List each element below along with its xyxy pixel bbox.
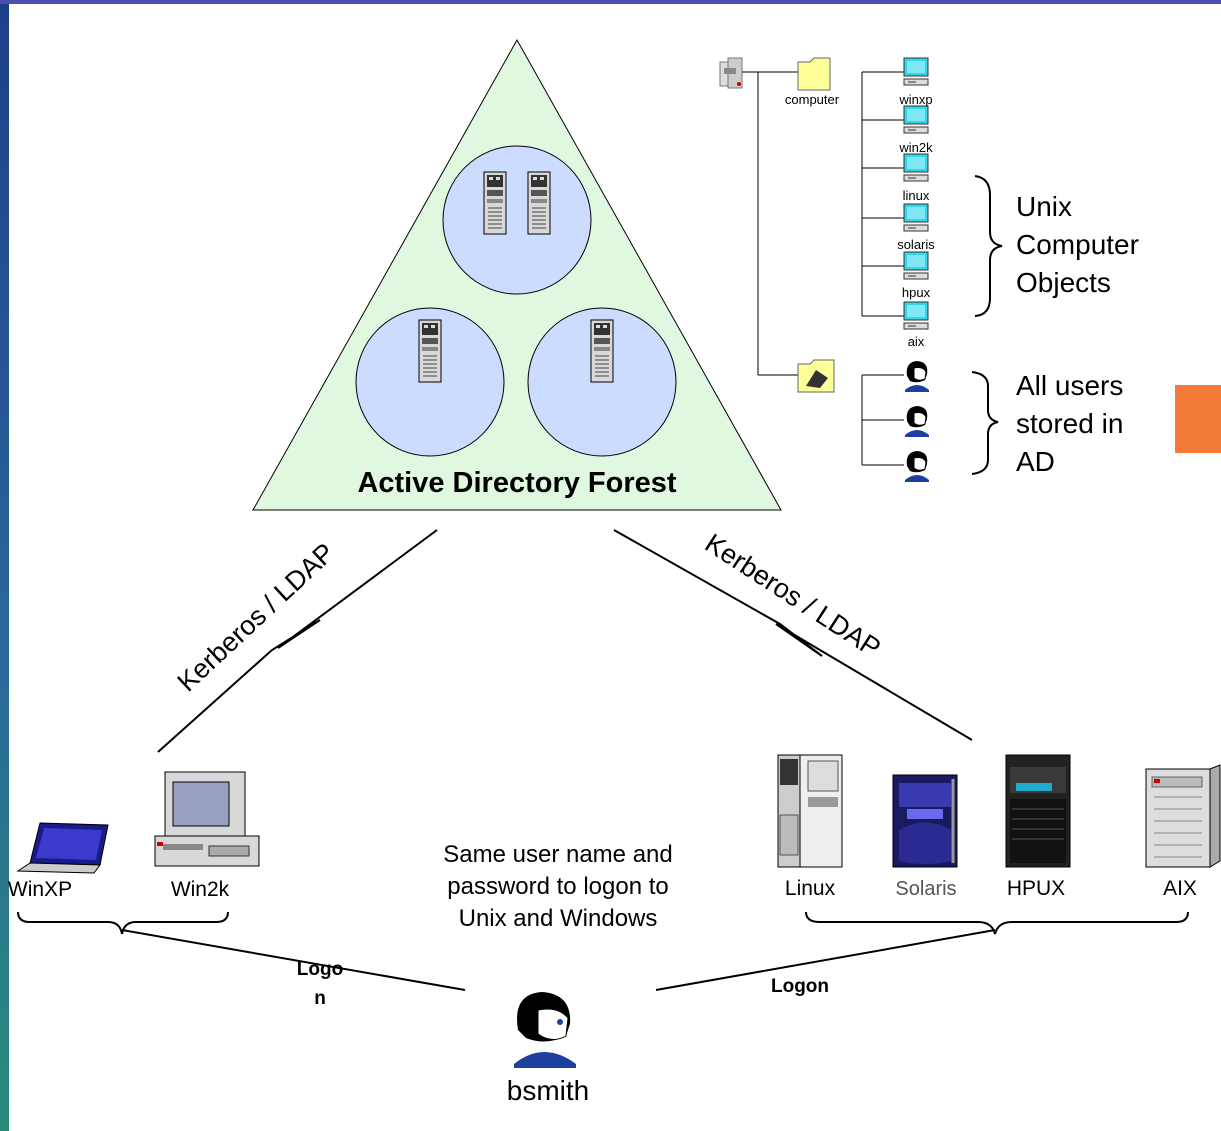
bsmith-user-icon [514, 992, 576, 1068]
desktop-pc-icon [154, 771, 260, 867]
right-logon-line [655, 929, 996, 991]
unix-objects-label: Objects [1016, 267, 1111, 298]
ad-tree: computer winxp win2k linux solaris hpux … [719, 57, 1139, 483]
user-icon [904, 360, 930, 393]
note-text: Same user name and [443, 841, 672, 868]
left-kerberos-link [157, 529, 438, 753]
right-kerberos-link [613, 529, 973, 741]
note-text: Unix and Windows [459, 905, 658, 932]
slide-left-border [0, 0, 9, 1131]
computer-icon [903, 251, 929, 280]
accent-block [1175, 385, 1221, 453]
left-logon-label: n [314, 988, 326, 1009]
user-icon [904, 405, 930, 438]
left-logon-line [121, 929, 466, 991]
left-logon-label: Logo [297, 959, 343, 980]
win2k-label: Win2k [171, 878, 230, 901]
domain-controller-icon [483, 171, 507, 235]
left-link-label: Kerberos / LDAP [172, 537, 341, 697]
linux-label: Linux [785, 877, 836, 900]
aix-label: AIX [1163, 877, 1197, 900]
linux-server-icon [777, 754, 843, 868]
computer-folder-label: computer [785, 92, 840, 107]
laptop-icon [16, 822, 109, 874]
windows-brace [17, 911, 229, 935]
right-link-label: Kerberos / LDAP [700, 528, 886, 664]
computer-icon [903, 105, 929, 134]
folder-icon [797, 57, 831, 91]
solaris-label: Solaris [895, 878, 956, 900]
computer-object-label: winxp [898, 92, 932, 107]
users-brace [971, 371, 999, 475]
users-label: AD [1016, 446, 1055, 477]
computer-object-label: hpux [902, 285, 931, 300]
computer-icon [903, 153, 929, 182]
unix-brace [974, 175, 1003, 317]
users-container-icon [797, 359, 835, 393]
domain-circle-top [442, 145, 592, 295]
forest-title: Active Directory Forest [357, 467, 676, 499]
solaris-server-icon [892, 774, 958, 868]
hpux-server-icon [1005, 754, 1071, 868]
computer-object-label: linux [903, 188, 930, 203]
slide-top-border [0, 0, 1221, 4]
computer-object-label: solaris [897, 237, 935, 252]
user-icon [904, 450, 930, 483]
computer-icon [903, 301, 929, 330]
computer-object-label: aix [908, 334, 925, 349]
unix-servers-brace [805, 911, 1189, 935]
users-label: stored in [1016, 408, 1123, 439]
domain-server-icon [719, 57, 743, 89]
right-logon-label: Logon [771, 976, 829, 997]
computer-icon [903, 57, 929, 86]
domain-controller-icon [590, 319, 614, 383]
domain-controller-icon [418, 319, 442, 383]
users-label: All users [1016, 370, 1123, 401]
computer-icon [903, 203, 929, 232]
domain-controller-icon [527, 171, 551, 235]
unix-objects-label: Unix [1016, 191, 1072, 222]
note-text: password to logon to [447, 873, 668, 900]
aix-server-icon [1145, 764, 1221, 868]
computer-object-label: win2k [898, 140, 933, 155]
winxp-label: WinXP [8, 878, 72, 901]
bsmith-label: bsmith [507, 1075, 589, 1106]
unix-objects-label: Computer [1016, 229, 1139, 260]
hpux-label: HPUX [1007, 877, 1065, 900]
